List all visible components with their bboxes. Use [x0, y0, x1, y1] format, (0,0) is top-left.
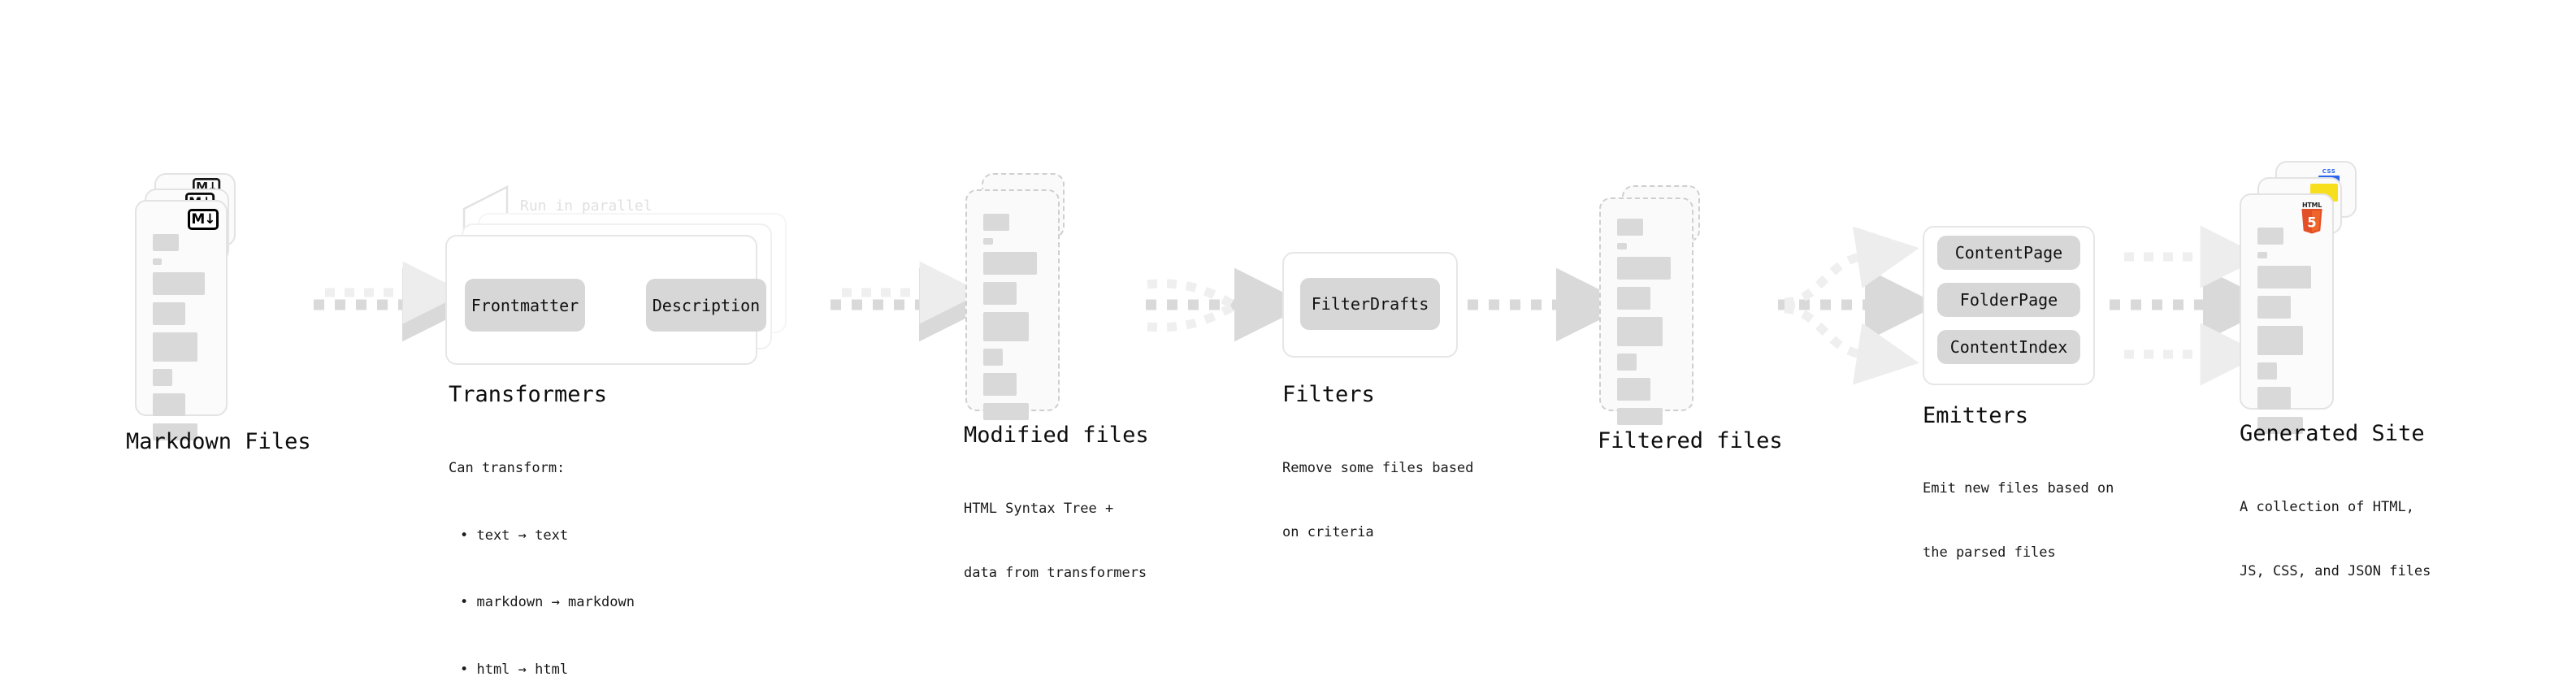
filters-title: Filters: [1282, 382, 1375, 407]
emitters-subtitle: Emit new files based on the parsed files: [1923, 435, 2114, 606]
transformers-description: Can transform: • text → text • markdown …: [449, 413, 635, 681]
transformers-bullet-2: • html → html: [460, 661, 569, 678]
generated-site-subtitle-line2: JS, CSS, and JSON files: [2240, 562, 2431, 579]
emitters-pill-contentindex[interactable]: ContentIndex: [1937, 330, 2080, 364]
arrow-markdown-to-transformers: [314, 261, 476, 342]
modified-card-front: [965, 189, 1060, 420]
markdown-card-front: M↓: [135, 200, 228, 440]
modified-files-subtitle-line1: HTML Syntax Tree +: [964, 500, 1114, 517]
html5-badge: HTML 5: [2298, 202, 2326, 234]
transformers-bullet-0: • text → text: [460, 527, 569, 544]
modified-files-subtitle: HTML Syntax Tree + data from transformer…: [964, 455, 1147, 627]
filtered-placeholder-lines: [1617, 219, 1676, 432]
arrow-modified-to-filters: [1146, 267, 1308, 342]
modified-files-title: Modified files: [964, 423, 1149, 448]
html5-badge-label: HTML: [2301, 202, 2322, 209]
transformers-bullet-1: • markdown → markdown: [460, 594, 635, 611]
html5-shield-icon: 5: [2301, 209, 2322, 234]
markdown-badge-arrow: ↓: [204, 210, 215, 228]
markdown-files-title: Markdown Files: [126, 429, 311, 454]
transformers-title: Transformers: [449, 382, 608, 407]
filters-subtitle-line1: Remove some files based: [1282, 459, 1474, 476]
filters-subtitle-line2: on criteria: [1282, 523, 1374, 540]
markdown-placeholder-lines: [153, 234, 210, 448]
generated-site-subtitle: A collection of HTML, JS, CSS, and JSON …: [2240, 453, 2431, 625]
modified-placeholder-lines: [983, 214, 1042, 427]
emitters-subtitle-line2: the parsed files: [1923, 544, 2056, 561]
arrow-emitters-to-site: [2110, 225, 2277, 386]
emitters-pill-folderpage[interactable]: FolderPage: [1937, 283, 2080, 317]
transformers-pill-description[interactable]: Description: [646, 279, 766, 332]
transformers-intro: Can transform:: [449, 460, 566, 477]
run-in-parallel-note: Run in parallel: [520, 197, 653, 215]
filters-pill-filterdrafts[interactable]: FilterDrafts: [1300, 278, 1440, 330]
markdown-badge-front[interactable]: M↓: [188, 209, 219, 230]
transformers-pill-frontmatter[interactable]: Frontmatter: [465, 279, 585, 332]
generated-site-title: Generated Site: [2240, 421, 2425, 446]
filtered-card-front: [1599, 197, 1693, 425]
generated-card-front: HTML 5: [2240, 193, 2334, 434]
emitters-subtitle-line1: Emit new files based on: [1923, 479, 2114, 497]
filters-subtitle: Remove some files based on criteria: [1282, 414, 1473, 586]
svg-text:5: 5: [2307, 215, 2316, 230]
css-badge-label: CSS: [2322, 168, 2336, 175]
emitters-title: Emitters: [1923, 403, 2029, 428]
markdown-badge-letter: M: [191, 210, 205, 228]
generated-placeholder-lines: [2257, 228, 2316, 441]
filtered-files-title: Filtered files: [1598, 428, 1783, 453]
arrow-filtered-to-emitters: [1778, 226, 1939, 385]
emitters-pill-contentpage[interactable]: ContentPage: [1937, 236, 2080, 270]
modified-files-subtitle-line2: data from transformers: [964, 564, 1147, 581]
arrow-transformers-to-modified: [830, 261, 993, 342]
generated-site-subtitle-line1: A collection of HTML,: [2240, 498, 2414, 515]
